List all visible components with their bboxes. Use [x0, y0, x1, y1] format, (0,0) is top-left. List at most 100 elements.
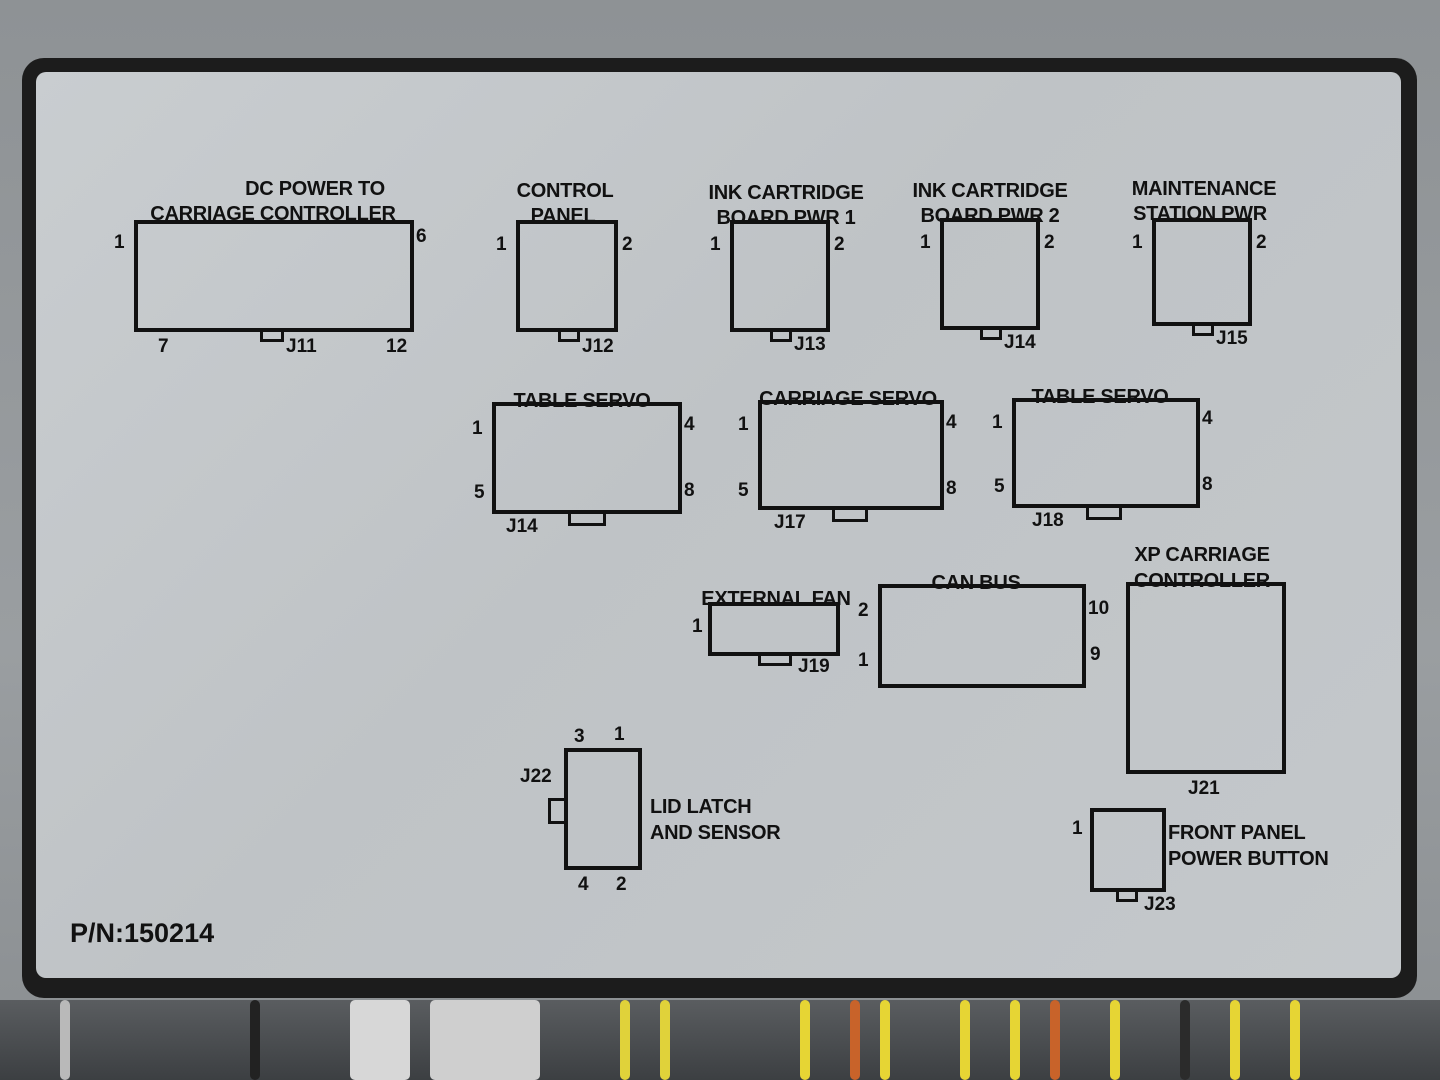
wire [430, 1000, 540, 1080]
wire [960, 1000, 970, 1080]
can-title: CAN BUS [931, 572, 1021, 594]
j12-pin-l: 1 [496, 234, 507, 255]
j14b-pin-bl: 5 [474, 482, 485, 503]
wire [1010, 1000, 1020, 1080]
j14a-pin-r: 2 [1044, 232, 1055, 253]
j22-pin-bl: 4 [578, 874, 589, 895]
j22-connector [564, 748, 642, 870]
j18-key [1086, 506, 1122, 520]
j21-id: J21 [1188, 778, 1220, 799]
j15-title-1: MAINTENANCE [1131, 178, 1277, 200]
j14a-id: J14 [1004, 332, 1036, 353]
j19-id: J19 [798, 656, 830, 677]
wire [850, 1000, 860, 1080]
j18-pin-br: 8 [1202, 474, 1213, 495]
j11-connector [134, 220, 414, 332]
j17-pin-bl: 5 [738, 480, 749, 501]
j21-connector [1126, 582, 1286, 774]
j17-connector [758, 400, 944, 510]
connector-label-sticker: DC POWER TO CARRIAGE CONTROLLER 1 6 7 12… [22, 58, 1417, 998]
j17-pin-tr: 4 [946, 412, 957, 433]
j13-pin-r: 2 [834, 234, 845, 255]
j14b-pin-br: 8 [684, 480, 695, 501]
can-pin-bl: 1 [858, 650, 869, 671]
can-connector [878, 584, 1086, 688]
j22-id: J22 [520, 766, 552, 787]
j12-connector [516, 220, 618, 332]
j15-id: J15 [1216, 328, 1248, 349]
j23-title-1: FRONT PANEL [1168, 822, 1306, 844]
wire [250, 1000, 260, 1080]
j23-connector [1090, 808, 1166, 892]
j11-title-2: CARRIAGE CONTROLLER [150, 203, 396, 225]
j13-key [770, 330, 792, 342]
j15-pin-r: 2 [1256, 232, 1267, 253]
j19-key [758, 654, 792, 666]
wire [1050, 1000, 1060, 1080]
j13-connector [730, 220, 830, 332]
part-number: P/N:150214 [70, 918, 215, 948]
j23-key [1116, 890, 1138, 902]
j17-title: CARRIAGE SERVO [759, 388, 937, 410]
j11-pin-bl: 7 [158, 336, 169, 357]
j12-pin-r: 2 [622, 234, 633, 255]
j21-title-2: CONTROLLER [1134, 570, 1270, 592]
j14a-connector [940, 218, 1040, 330]
j12-id: J12 [582, 336, 614, 357]
j18-pin-tr: 4 [1202, 408, 1213, 429]
j18-title: TABLE SERVO [1031, 386, 1169, 408]
j17-pin-br: 8 [946, 478, 957, 499]
j23-id: J23 [1144, 894, 1176, 915]
j13-pin-l: 1 [710, 234, 721, 255]
j18-pin-bl: 5 [994, 476, 1005, 497]
j13-id: J13 [794, 334, 826, 355]
j11-id: J11 [286, 336, 317, 357]
can-pin-br: 9 [1090, 644, 1101, 665]
j22-pin-tr: 1 [614, 724, 625, 745]
j19-connector [708, 602, 840, 656]
j11-key [260, 330, 284, 342]
wire [660, 1000, 670, 1080]
j21-title-1: XP CARRIAGE [1134, 544, 1270, 566]
j18-connector [1012, 398, 1200, 508]
wire [1290, 1000, 1300, 1080]
j19-pin-l: 1 [692, 616, 703, 637]
can-pin-tl: 2 [858, 600, 869, 621]
j23-title-2: POWER BUTTON [1168, 848, 1329, 870]
wire [1110, 1000, 1120, 1080]
j17-key [832, 508, 868, 522]
j15-key [1192, 324, 1214, 336]
j14b-id: J14 [506, 516, 538, 537]
wire [880, 1000, 890, 1080]
j22-key [548, 798, 566, 824]
wire [1180, 1000, 1190, 1080]
j22-pin-tl: 3 [574, 726, 585, 747]
j12-title-1: CONTROL [516, 180, 614, 202]
wire [800, 1000, 810, 1080]
j14b-key [568, 512, 606, 526]
can-pin-tr: 10 [1088, 598, 1110, 619]
j11-pin-tr: 6 [416, 226, 427, 247]
j18-id: J18 [1032, 510, 1064, 531]
j14b-title: TABLE SERVO [513, 390, 651, 412]
wire [350, 1000, 410, 1080]
j15-connector [1152, 218, 1252, 326]
wire [620, 1000, 630, 1080]
wire-harness [0, 1000, 1440, 1080]
j22-title-1: LID LATCH [650, 796, 752, 818]
j18-pin-tl: 1 [992, 412, 1003, 433]
label-face: DC POWER TO CARRIAGE CONTROLLER 1 6 7 12… [36, 72, 1401, 978]
j11-pin-tl: 1 [114, 232, 125, 253]
j14b-pin-tl: 1 [472, 418, 483, 439]
j12-key [558, 330, 580, 342]
j11-title-1: DC POWER TO [245, 178, 385, 200]
j11-pin-br: 12 [386, 336, 408, 357]
j14a-title-1: INK CARTRIDGE [912, 180, 1068, 202]
j14a-key [980, 328, 1002, 340]
j23-pin-l: 1 [1072, 818, 1083, 839]
j13-title-1: INK CARTRIDGE [708, 182, 864, 204]
j14a-pin-l: 1 [920, 232, 931, 253]
j17-pin-tl: 1 [738, 414, 749, 435]
j15-pin-l: 1 [1132, 232, 1143, 253]
wire [1230, 1000, 1240, 1080]
